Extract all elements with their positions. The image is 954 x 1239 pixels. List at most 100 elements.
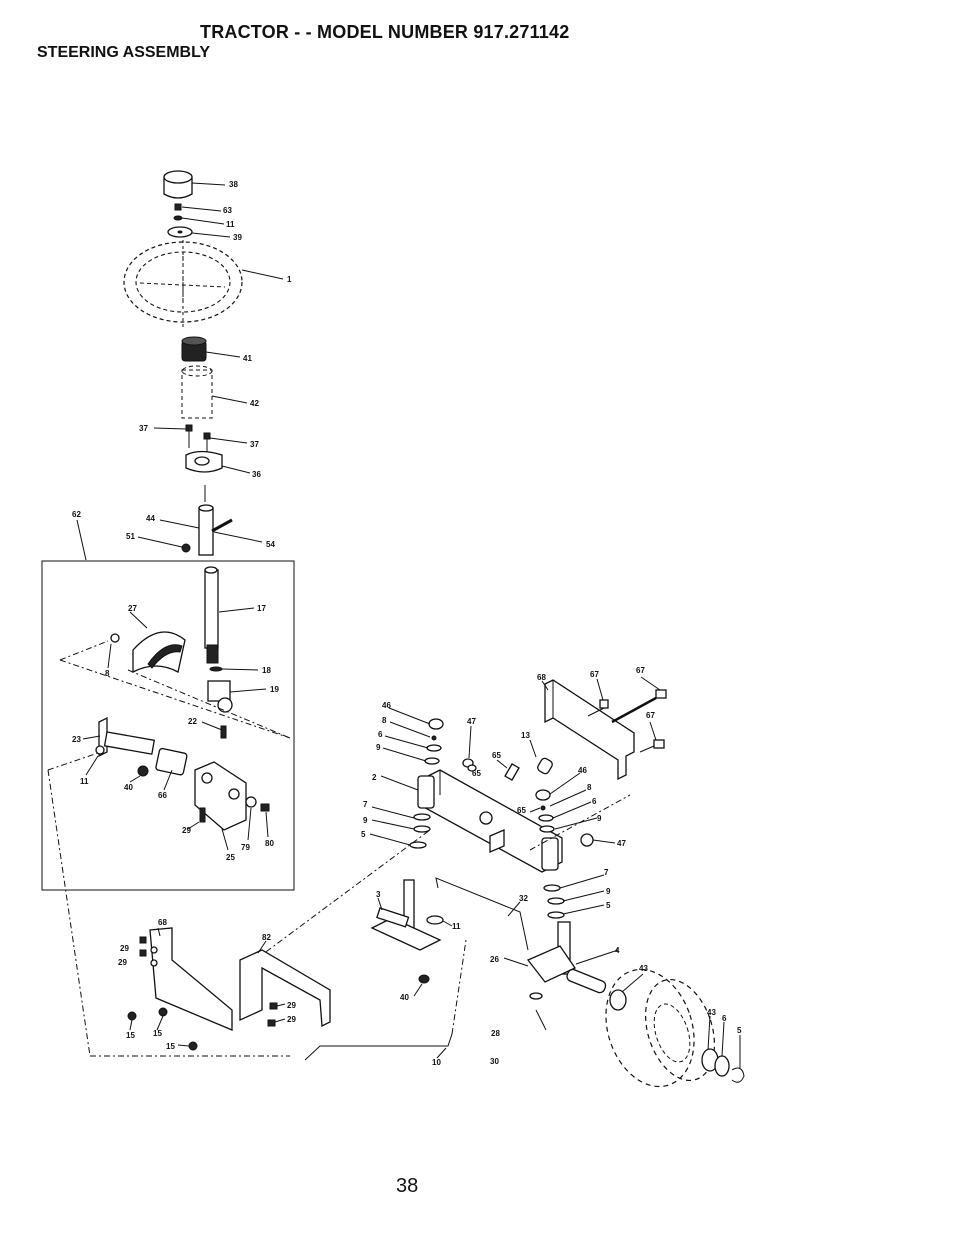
callout-40-axle: 40 [400,993,409,1002]
callout-46-right: 46 [578,766,587,775]
callout-38: 38 [229,180,238,189]
callout-3: 3 [376,890,381,899]
callout-29-c: 29 [287,1001,296,1010]
callout-8-left: 8 [382,716,387,725]
front-axle-support [544,679,635,781]
steering-bracket-right [239,949,331,1028]
callout-51: 51 [126,532,135,541]
callout-82: 82 [262,933,271,942]
callout-41: 41 [243,354,252,363]
left-spindle-stack [409,718,444,849]
callout-5-left: 5 [361,830,366,839]
callout-29-d: 29 [287,1015,296,1024]
callout-47-right: 47 [617,839,626,848]
callout-18: 18 [262,666,271,675]
callout-4: 4 [615,946,620,955]
callout-10: 10 [432,1058,441,1067]
callout-6-left: 6 [378,730,383,739]
callout-37-left: 37 [139,424,148,433]
callout-37-right: 37 [250,440,259,449]
bushing-sleeve [155,747,188,776]
callout-23: 23 [72,735,81,744]
callout-40-inset: 40 [124,783,133,792]
callout-22: 22 [188,717,197,726]
column-bushing-bracket [185,450,223,473]
draglink-rod-lower [304,1033,453,1061]
steering-adapter [181,336,207,362]
callout-43-wheel: 43 [707,1008,716,1017]
callout-28: 28 [491,1029,500,1038]
callout-5-right: 5 [606,901,611,910]
callout-67-a: 67 [590,670,599,679]
front-axle-beam [417,769,563,873]
callout-7-right: 7 [604,868,609,877]
section-title: STEERING ASSEMBLY [37,44,211,61]
callout-2: 2 [372,773,377,782]
callout-15-a: 15 [126,1031,135,1040]
callout-6-wheel: 6 [722,1014,727,1023]
callout-1: 1 [287,275,292,284]
pivot-bar [98,716,156,758]
callout-8-right: 8 [587,783,592,792]
callout-36: 36 [252,470,261,479]
callout-68-bracket: 68 [158,918,167,927]
sector-gear [132,631,186,674]
drag-link [435,877,529,951]
steering-bellows [181,365,213,419]
steering-wheel-cap [163,170,193,199]
callout-80: 80 [265,839,274,848]
callout-15-b: 15 [153,1029,162,1038]
callout-63: 63 [223,206,232,215]
callout-79: 79 [241,843,250,852]
callout-7-left: 7 [363,800,368,809]
callout-65-b: 65 [472,769,481,778]
callout-44: 44 [146,514,155,523]
callout-54: 54 [266,540,275,549]
callout-27: 27 [128,604,137,613]
callout-9-left-lower: 9 [363,816,368,825]
page-title: TRACTOR - - MODEL NUMBER 917.271142 [200,22,570,42]
callout-29-a: 29 [120,944,129,953]
left-spindle [370,879,442,951]
callout-68-axle: 68 [537,673,546,682]
callout-30: 30 [490,1057,499,1066]
pinion-block [207,680,233,713]
callout-6-right: 6 [592,797,597,806]
shaft-bolt [211,518,233,533]
callout-66: 66 [158,791,167,800]
page-number: 38 [396,1175,419,1197]
callout-67-c: 67 [646,711,655,720]
right-spindle [526,921,607,994]
callout-11-inset: 11 [80,777,89,786]
callout-65-c: 65 [517,806,526,815]
steering-shaft-upper [198,504,214,556]
callout-32: 32 [519,894,528,903]
callout-46-left: 46 [382,701,391,710]
callout-39: 39 [233,233,242,242]
column-bolts [185,424,211,455]
tie-rod-spacers [504,757,553,781]
callout-19: 19 [270,685,279,694]
steering-bracket-left [149,927,233,1031]
wheel-washer [167,226,193,238]
steering-bracket-inner [194,761,247,831]
callout-65-a: 65 [492,751,501,760]
callout-11-axle: 11 [452,922,461,931]
callout-29-b: 29 [118,958,127,967]
callout-43-spindle: 43 [639,964,648,973]
callout-42: 42 [250,399,259,408]
callout-26: 26 [490,955,499,964]
front-wheel [605,968,716,1088]
callout-47-left: 47 [467,717,476,726]
callout-9-left: 9 [376,743,381,752]
callout-11: 11 [226,220,235,229]
callout-13: 13 [521,731,530,740]
callout-25: 25 [226,853,235,862]
callout-5-wheel: 5 [737,1026,742,1035]
callout-15-c: 15 [166,1042,175,1051]
steering-shaft-lower [204,566,219,664]
callout-9-right-lower: 9 [606,887,611,896]
callout-29-inset: 29 [182,826,191,835]
callout-17: 17 [257,604,266,613]
